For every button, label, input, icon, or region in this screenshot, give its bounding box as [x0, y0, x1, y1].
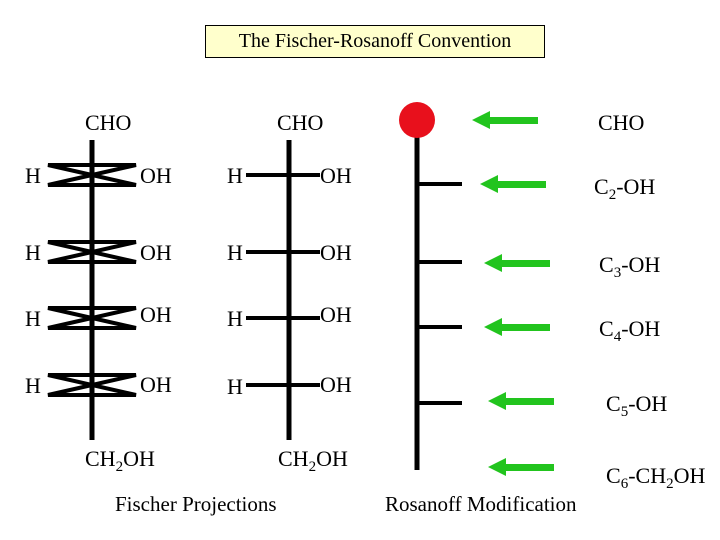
right-fischer-bonds: [246, 173, 320, 387]
right-row3-left: H: [227, 306, 243, 331]
wedge-row-4: [47, 373, 137, 397]
right-row1-left: H: [227, 163, 243, 188]
rosanoff-c2-label: C2-OH: [594, 174, 656, 203]
right-row3-right: OH: [320, 302, 352, 327]
left-fischer-wedges: [47, 163, 137, 397]
rosanoff-cho-circle: [399, 102, 435, 138]
left-row2-right: OH: [140, 240, 172, 265]
arrow-cho: [472, 111, 538, 129]
right-row4-right: OH: [320, 372, 352, 397]
wedge-row-3: [47, 306, 137, 330]
right-row4-left: H: [227, 374, 243, 399]
rosanoff-stubs: [417, 182, 462, 405]
arrow-c2: [480, 175, 546, 193]
left-row4-right: OH: [140, 372, 172, 397]
rosanoff-arrows: [472, 111, 554, 476]
left-row3-right: OH: [140, 302, 172, 327]
slide-title: The Fischer-Rosanoff Convention: [205, 25, 545, 58]
arrow-c6: [488, 458, 554, 476]
left-bottom-group: CH2OH: [85, 446, 155, 475]
left-row1-left: H: [25, 163, 41, 188]
rosanoff-caption: Rosanoff Modification: [385, 492, 577, 516]
rosanoff-c6-label: C6-CH2OH: [606, 463, 706, 492]
rosanoff-c4-label: C4-OH: [599, 316, 661, 345]
left-row4-left: H: [25, 373, 41, 398]
right-row1-right: OH: [320, 163, 352, 188]
left-row2-left: H: [25, 240, 41, 265]
right-top-group: CHO: [277, 110, 324, 135]
left-top-group: CHO: [85, 110, 132, 135]
wedge-row-2: [47, 240, 137, 264]
right-bottom-group: CH2OH: [278, 446, 348, 475]
left-row1-right: OH: [140, 163, 172, 188]
arrow-c5: [488, 392, 554, 410]
arrow-c4: [484, 318, 550, 336]
rosanoff-cho-label: CHO: [598, 110, 645, 135]
rosanoff-c3-label: C3-OH: [599, 252, 661, 281]
right-row2-right: OH: [320, 240, 352, 265]
fischer-caption: Fischer Projections: [115, 492, 277, 516]
arrow-c3: [484, 254, 550, 272]
left-row3-left: H: [25, 306, 41, 331]
rosanoff-c5-label: C5-OH: [606, 391, 668, 420]
right-row2-left: H: [227, 240, 243, 265]
wedge-row-1: [47, 163, 137, 187]
